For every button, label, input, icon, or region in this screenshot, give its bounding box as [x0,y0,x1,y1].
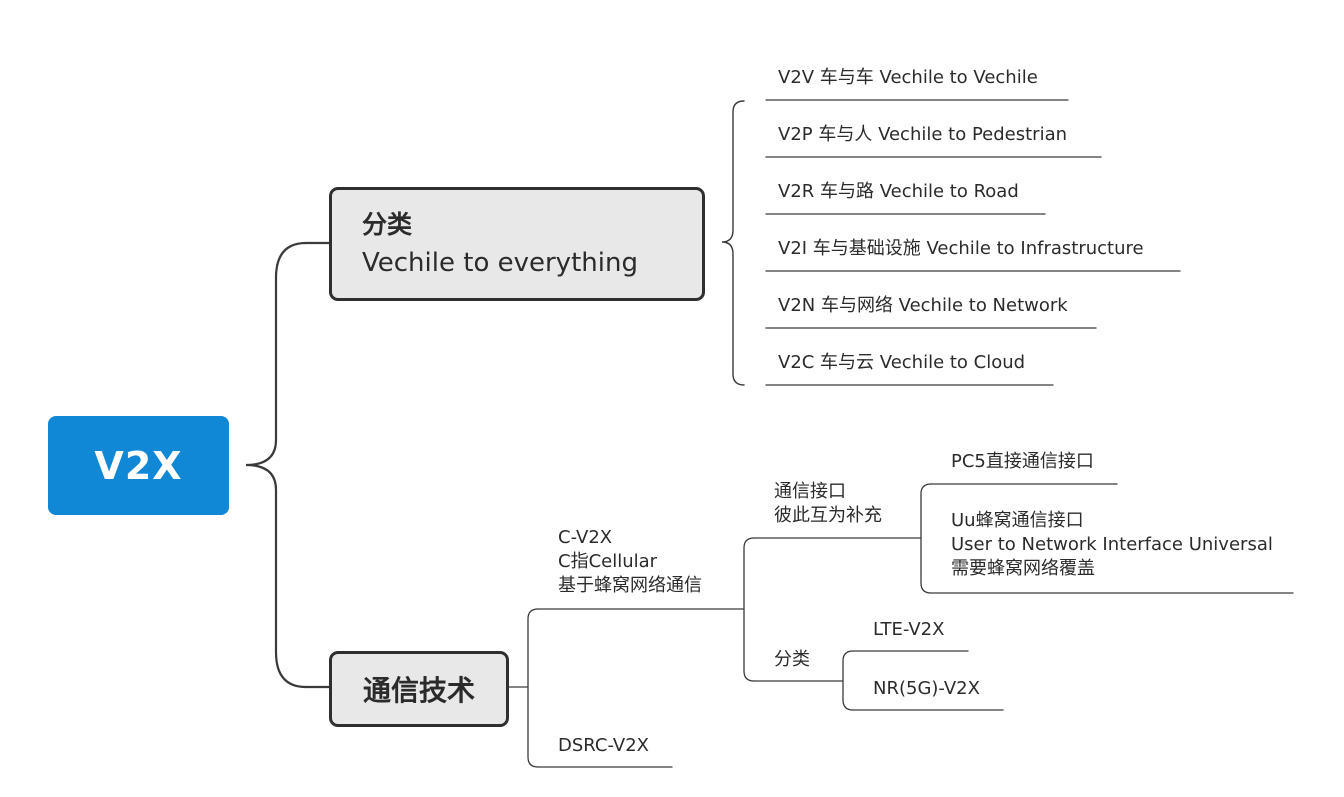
lte-node[interactable]: LTE-V2X [873,619,945,640]
category-subtitle: Vechile to everything [362,248,638,278]
tech-node[interactable]: 通信技术 [329,651,509,727]
uu-node[interactable]: Uu蜂窝通信接口 User to Network Interface Unive… [951,509,1273,581]
cv2x-branch [743,537,755,682]
root-label: V2X [94,443,183,488]
category-title: 分类 [362,210,413,239]
category-node[interactable]: 分类 Vechile to everything [329,187,705,301]
classes-branch [842,650,854,711]
cv2x-line-3: 基于蜂窝网络通信 [558,575,702,596]
interface-line-1: 通信接口 [774,481,846,502]
interface-branch [920,483,932,594]
leaf-v2r[interactable]: V2R 车与路 Vechile to Road [778,181,1019,202]
uu-line-3: 需要蜂窝网络覆盖 [951,558,1095,579]
cv2x-node[interactable]: C-V2X C指Cellular 基于蜂窝网络通信 [558,526,702,598]
leaf-v2p[interactable]: V2P 车与人 Vechile to Pedestrian [778,124,1068,145]
interface-node[interactable]: 通信接口 彼此互为补充 [774,480,882,528]
pc5-node[interactable]: PC5直接通信接口 [951,451,1094,472]
tech-branch [527,608,539,768]
leaf-v2c[interactable]: V2C 车与云 Vechile to Cloud [778,352,1026,373]
classes-node[interactable]: 分类 [774,649,810,670]
leaf-v2n[interactable]: V2N 车与网络 Vechile to Network [778,295,1068,316]
dsrc-node[interactable]: DSRC-V2X [558,735,650,756]
cv2x-line-1: C-V2X [558,527,613,548]
uu-line-2: User to Network Interface Universal [951,534,1273,555]
category-brace [721,100,745,386]
nr-node[interactable]: NR(5G)-V2X [873,678,980,699]
tech-title: 通信技术 [362,674,475,707]
root-bracket [245,241,308,689]
root-node[interactable]: V2X [48,416,229,515]
uu-line-1: Uu蜂窝通信接口 [951,510,1084,531]
leaf-v2v[interactable]: V2V 车与车 Vechile to Vechile [778,67,1038,88]
interface-line-2: 彼此互为补充 [774,505,882,526]
leaf-v2i[interactable]: V2I 车与基础设施 Vechile to Infrastructure [778,238,1144,259]
cv2x-line-2: C指Cellular [558,551,658,572]
